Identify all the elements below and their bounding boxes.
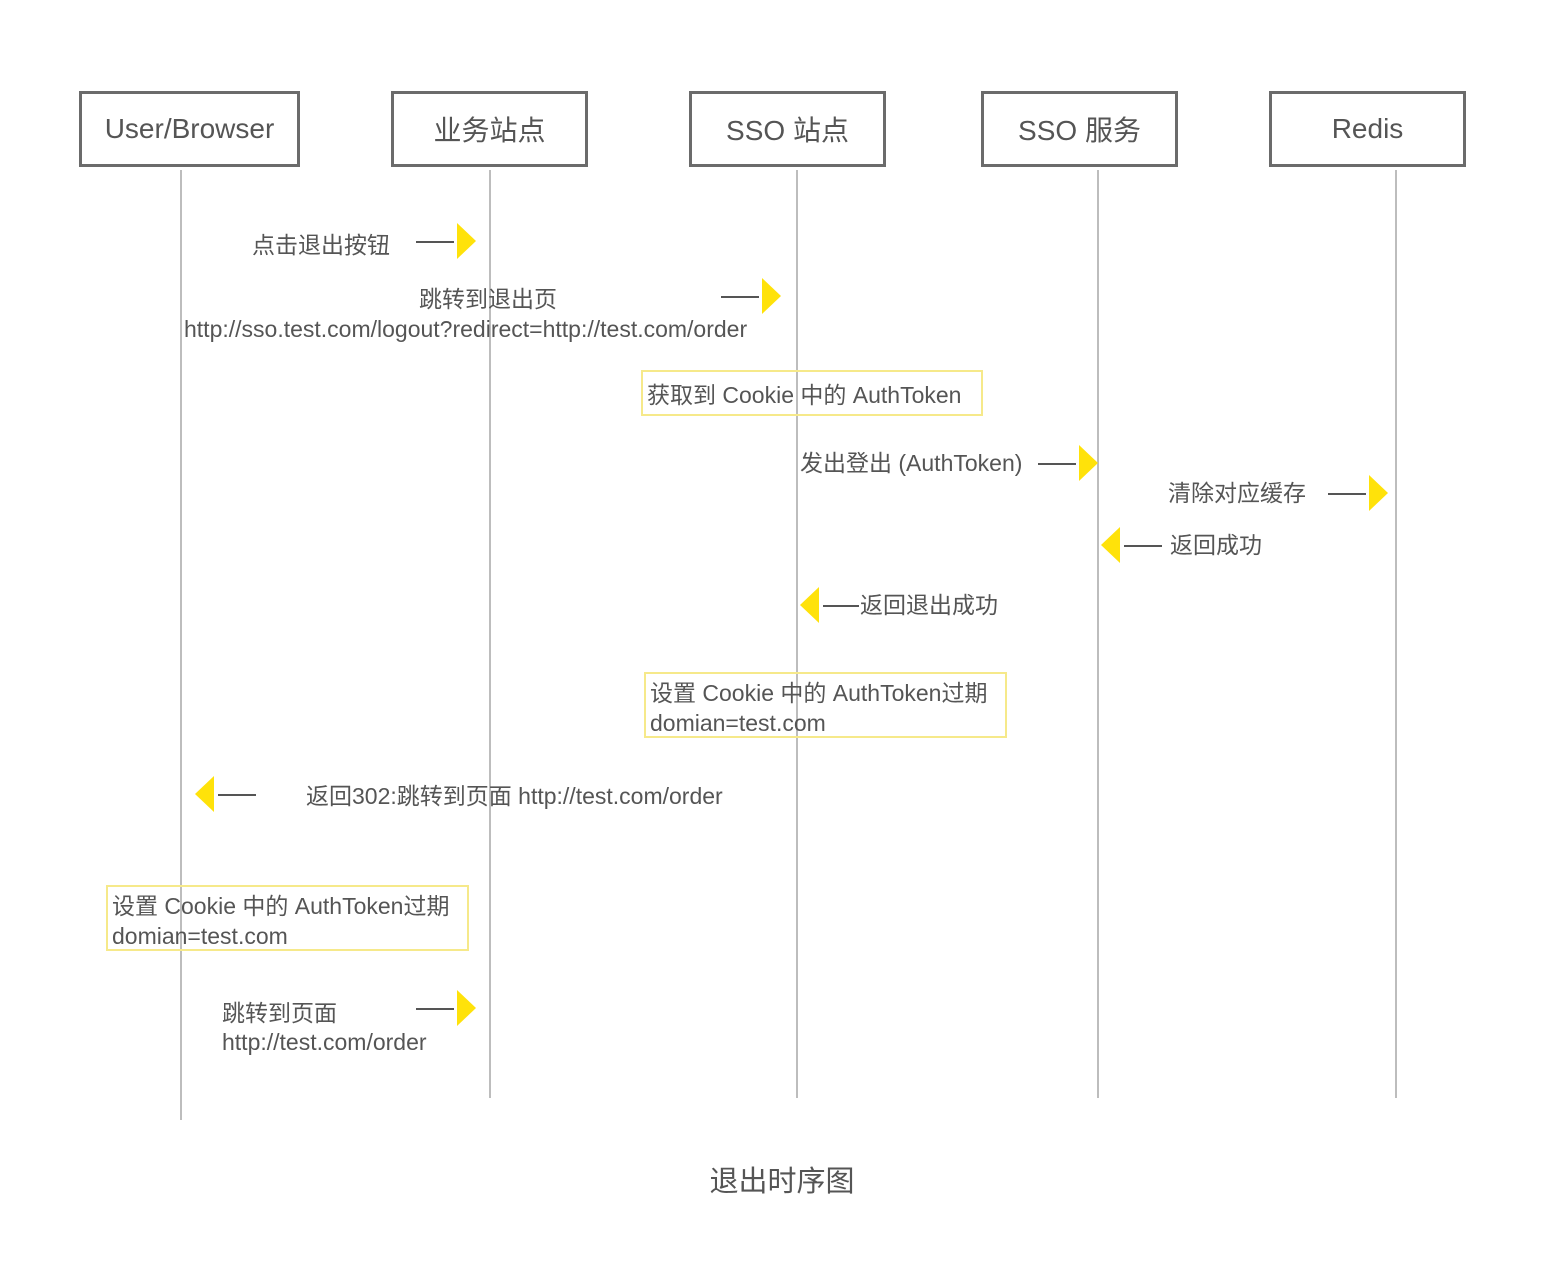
actor-user-browser: User/Browser: [79, 91, 300, 167]
note-text-line2: domian=test.com: [650, 710, 826, 736]
note-text-line1: 设置 Cookie 中的 AuthToken过期: [650, 680, 988, 706]
message-arrow-line: [1328, 493, 1366, 495]
message-arrow-line: [721, 296, 759, 298]
message-arrow-line: [416, 1008, 454, 1010]
message-redirect-page-title: 跳转到页面: [222, 1000, 337, 1026]
actor-sso-site: SSO 站点: [689, 91, 886, 167]
arrow-right-icon: [457, 223, 476, 259]
note-text-line2: domian=test.com: [112, 923, 288, 949]
actor-business-site: 业务站点: [391, 91, 588, 167]
message-clear-cache: 清除对应缓存: [1168, 480, 1306, 506]
arrow-right-icon: [1079, 445, 1098, 481]
note-get-authtoken: 获取到 Cookie 中的 AuthToken: [641, 370, 983, 416]
arrow-right-icon: [457, 990, 476, 1026]
lifeline-business-site: [489, 170, 491, 1098]
message-redirect-page-url: http://test.com/order: [222, 1029, 427, 1055]
message-arrow-line: [218, 794, 256, 796]
message-arrow-line: [1124, 545, 1162, 547]
message-arrow-line: [823, 605, 859, 607]
message-send-logout: 发出登出 (AuthToken): [800, 450, 1023, 476]
arrow-left-icon: [1101, 527, 1120, 563]
message-return-success: 返回成功: [1170, 532, 1262, 558]
message-click-logout: 点击退出按钮: [252, 232, 390, 258]
message-arrow-line: [1038, 463, 1076, 465]
arrow-right-icon: [762, 278, 781, 314]
note-text: 获取到 Cookie 中的 AuthToken: [647, 382, 962, 408]
message-redirect-logout-title: 跳转到退出页: [419, 286, 557, 312]
diagram-caption: 退出时序图: [709, 1166, 855, 1198]
actor-redis: Redis: [1269, 91, 1466, 167]
message-return-302: 返回302:跳转到页面 http://test.com/order: [306, 783, 723, 809]
note-expire-cookie-browser: 设置 Cookie 中的 AuthToken过期 domian=test.com: [106, 885, 469, 951]
actor-sso-service: SSO 服务: [981, 91, 1178, 167]
note-text-line1: 设置 Cookie 中的 AuthToken过期: [112, 893, 450, 919]
lifeline-redis: [1395, 170, 1397, 1098]
lifeline-user-browser: [180, 170, 182, 1120]
arrow-left-icon: [195, 776, 214, 812]
message-return-logout-success: 返回退出成功: [860, 592, 998, 618]
message-redirect-logout-url: http://sso.test.com/logout?redirect=http…: [184, 316, 748, 342]
note-expire-cookie-sso: 设置 Cookie 中的 AuthToken过期 domian=test.com: [644, 672, 1007, 738]
lifeline-sso-site: [796, 170, 798, 1098]
lifeline-sso-service: [1097, 170, 1099, 1098]
arrow-right-icon: [1369, 475, 1388, 511]
arrow-left-icon: [800, 587, 819, 623]
message-arrow-line: [416, 241, 454, 243]
